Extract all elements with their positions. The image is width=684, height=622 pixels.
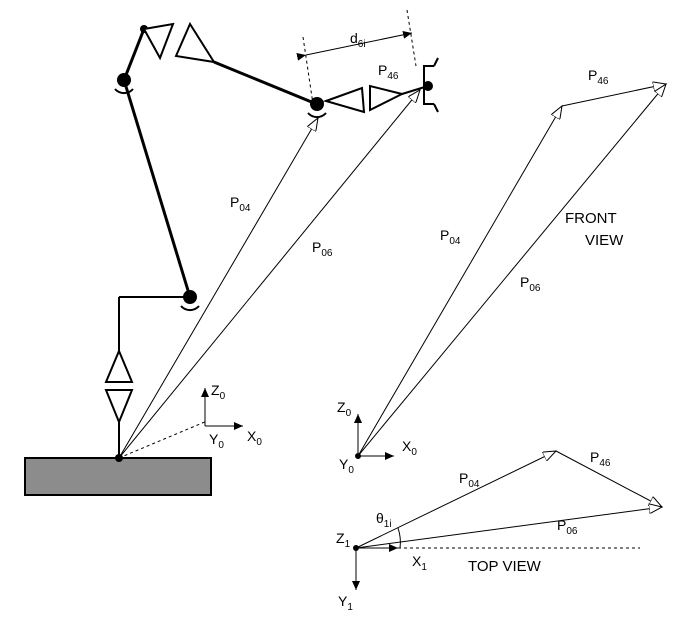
top-p04-arrow	[355, 451, 556, 549]
top-triangle-left	[142, 22, 175, 61]
front-p46-arrow	[561, 84, 666, 107]
elbow-joint-bracket	[114, 88, 134, 95]
left-p46-label: P46	[378, 62, 399, 82]
front-view: FRONT VIEW P46 P04 P06 Z0 Y0 X0	[337, 67, 666, 476]
front-p06-arrow	[357, 84, 666, 457]
front-y0-label: Y0	[339, 456, 354, 476]
robot-arm-view: d6i P46 P04 P06 Z0 Y0 X0	[24, 9, 439, 496]
wrist-joint-bracket	[307, 112, 327, 119]
front-view-title-line1: FRONT	[565, 210, 617, 227]
prismatic-upper-triangle	[104, 348, 134, 383]
effector-point	[423, 81, 433, 91]
top-view: TOP VIEW P04 P46 P06 θ1i Z1 X1 Y1	[336, 449, 662, 613]
top-p46-label: P46	[590, 449, 611, 469]
left-x0-label: X0	[247, 428, 262, 448]
front-p04-arrow	[357, 106, 562, 457]
projection-dashed-line	[118, 420, 208, 459]
top-triangle-right	[174, 21, 217, 64]
vector-p04-arrow	[118, 118, 318, 459]
front-x0-label: X0	[402, 438, 417, 458]
top-x1-label: X1	[412, 553, 427, 573]
forearm-link	[122, 28, 146, 81]
d6i-right-extension	[406, 9, 417, 67]
front-z0-label: Z0	[337, 399, 352, 419]
top-p06-arrow	[355, 507, 662, 549]
top-p46-arrow	[555, 450, 662, 507]
effector-triangle-right	[369, 84, 405, 112]
d6i-dimension-arrow	[296, 30, 413, 61]
d6i-label: d6i	[350, 30, 366, 50]
gripper-bottom-jaw	[433, 103, 439, 113]
top-view-title: TOP VIEW	[468, 558, 542, 575]
top-z1-label: Z1	[336, 530, 351, 550]
left-p04-label: P04	[230, 194, 251, 214]
robot-base	[24, 457, 212, 496]
effector-triangle-left	[322, 86, 366, 114]
shoulder-joint-bracket	[180, 305, 200, 312]
top-p04-label: P04	[459, 470, 480, 490]
gripper	[423, 65, 434, 105]
front-view-title-line2: VIEW	[585, 232, 624, 249]
upper-arm-link	[122, 79, 192, 298]
top-p06-label: P06	[557, 517, 578, 537]
front-p46-label: P46	[588, 67, 609, 87]
d6i-left-extension	[302, 36, 314, 105]
front-p06-label: P06	[520, 274, 541, 294]
wrist-joint	[310, 97, 324, 111]
vector-p06-arrow	[118, 90, 420, 459]
left-y0-label: Y0	[209, 431, 224, 451]
left-p06-label: P06	[312, 239, 333, 259]
theta-arc	[397, 527, 401, 549]
wrist-link	[213, 60, 315, 105]
front-p04-label: P04	[440, 227, 461, 247]
top-y1-label: Y1	[338, 593, 353, 613]
gripper-top-jaw	[433, 57, 439, 67]
theta-label: θ1i	[376, 510, 392, 530]
prismatic-lower-triangle	[104, 389, 134, 425]
left-z0-label: Z0	[211, 382, 226, 402]
